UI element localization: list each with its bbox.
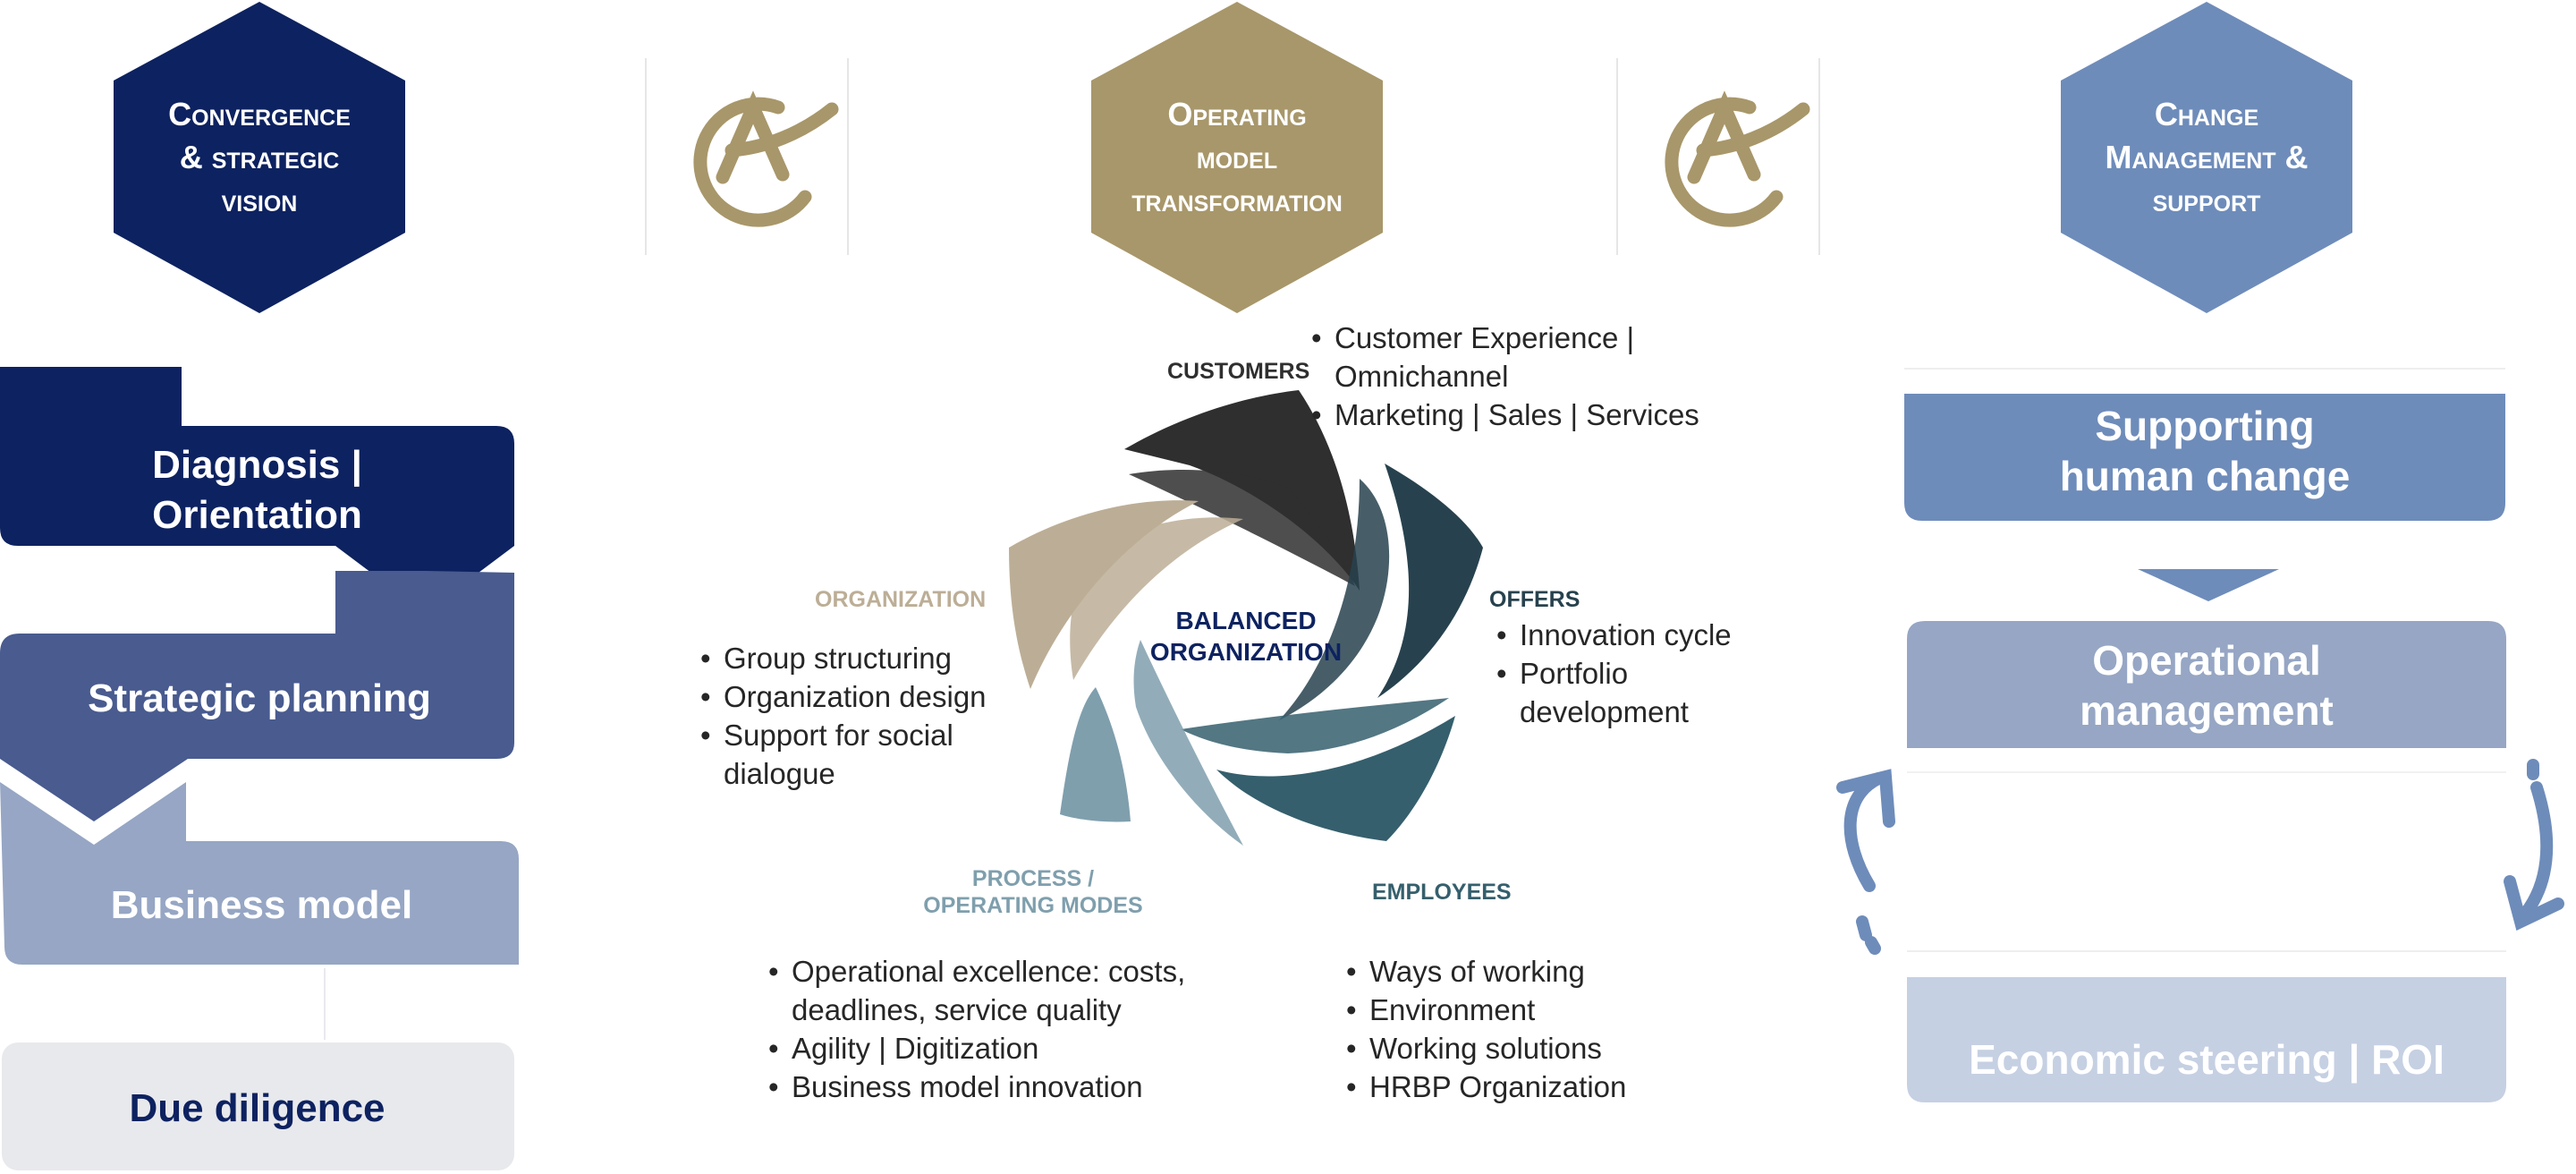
hexagon-operating bbox=[1091, 2, 1383, 313]
list-item: Operational excellence: costs,deadlines,… bbox=[768, 952, 1185, 1029]
economic-label: Economic steering | ROI bbox=[1969, 1036, 2445, 1083]
core-label: BALANCED ORGANIZATION bbox=[1149, 607, 1343, 666]
organization-label: ORGANIZATION bbox=[815, 587, 987, 612]
process-list: Operational excellence: costs,deadlines,… bbox=[768, 952, 1185, 1106]
pinwheel-graphic bbox=[1009, 390, 1483, 846]
economic-box bbox=[1907, 977, 2506, 1102]
employees-list: Ways of working Environment Working solu… bbox=[1346, 952, 1626, 1106]
cycle-arrow-icon bbox=[1836, 759, 2564, 955]
operational-box bbox=[1907, 621, 2506, 748]
list-item: Ways of working bbox=[1346, 952, 1626, 991]
supporting-box bbox=[1904, 394, 2505, 521]
customers-label: CUSTOMERS bbox=[1167, 359, 1310, 384]
ac-monogram-icon bbox=[693, 90, 839, 227]
list-item: Agility | Digitization bbox=[768, 1029, 1185, 1068]
down-arrow-icon bbox=[2138, 569, 2279, 601]
ac-monogram-icon bbox=[1665, 90, 1810, 227]
hexagon-convergence-label: Convergence & strategic vision bbox=[168, 96, 351, 218]
list-item: Organization design bbox=[700, 677, 987, 716]
customers-list: Customer Experience |Omnichannel Marketi… bbox=[1311, 319, 1699, 434]
due-diligence-label: Due diligence bbox=[129, 1086, 386, 1130]
hexagon-change bbox=[2061, 2, 2352, 313]
hexagon-operating-label: Operating model transformation bbox=[1131, 96, 1343, 218]
strategic-band bbox=[0, 571, 514, 821]
list-item: Business model innovation bbox=[768, 1068, 1185, 1106]
hexagon-convergence bbox=[114, 2, 405, 313]
list-item: Customer Experience |Omnichannel bbox=[1311, 319, 1699, 396]
diagnosis-band bbox=[0, 367, 514, 613]
list-item: Environment bbox=[1346, 991, 1626, 1029]
list-item: Group structuring bbox=[700, 639, 987, 677]
list-item: HRBP Organization bbox=[1346, 1068, 1626, 1106]
list-item: Innovation cycle bbox=[1496, 616, 1732, 654]
organization-list: Group structuring Organization design Su… bbox=[700, 639, 987, 793]
hexagon-change-label: Change Management & support bbox=[2105, 96, 2309, 218]
operational-label: Operational management bbox=[2080, 637, 2334, 734]
strategic-label: Strategic planning bbox=[88, 676, 431, 720]
list-item: Marketing | Sales | Services bbox=[1311, 396, 1699, 434]
supporting-label: Supporting human change bbox=[2059, 403, 2351, 499]
list-item: Working solutions bbox=[1346, 1029, 1626, 1068]
employees-label: EMPLOYEES bbox=[1372, 880, 1512, 905]
business-label: Business model bbox=[110, 883, 413, 927]
diagnosis-label: Diagnosis | Orientation bbox=[152, 443, 362, 537]
business-band bbox=[0, 782, 519, 965]
offers-label: OFFERS bbox=[1489, 587, 1580, 612]
process-label: PROCESS / OPERATING MODES bbox=[923, 866, 1143, 918]
due-diligence-box bbox=[2, 1042, 514, 1170]
